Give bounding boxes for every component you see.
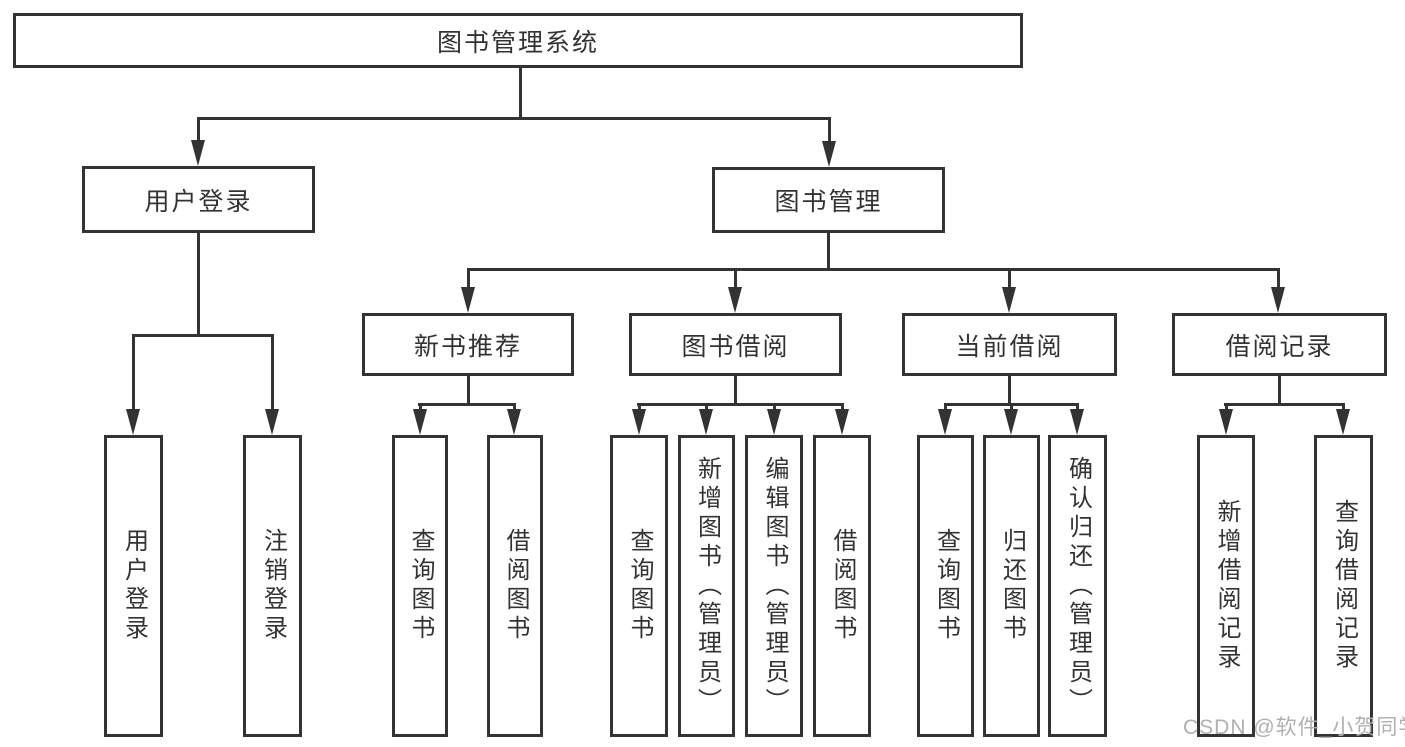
leaf-confirm-return-admin: 确认归还（管理员） [1048,435,1107,737]
leaf-add-borrow-record: 新增借阅记录 [1197,435,1255,737]
arrow-down-icon [835,409,849,435]
leaf-add-book-admin: 新增图书（管理员） [678,435,735,737]
connector-line [271,334,274,414]
leaf-user-login: 用户登录 [104,435,163,737]
arrow-down-icon [1004,409,1018,435]
leaf-borrow-book-1: 借阅图书 [487,435,543,737]
arrow-down-icon [728,287,742,313]
arrow-down-icon [461,287,475,313]
leaf-logout: 注销登录 [243,435,302,737]
arrow-down-icon [507,409,521,435]
leaf-query-book-2: 查询图书 [610,435,668,737]
connector-line [197,233,200,336]
connector-line [1225,403,1228,413]
arrow-down-icon [822,141,836,167]
arrow-down-icon [1070,409,1084,435]
connector-line [734,268,737,292]
node-current-borrow: 当前借阅 [902,313,1117,376]
connector-line [1342,403,1345,413]
connector-line [1277,268,1280,292]
connector-line [827,233,830,270]
node-new-book-recommend: 新书推荐 [362,313,574,376]
connector-line [419,403,422,413]
node-book-borrow: 图书借阅 [629,313,842,376]
connector-line [1076,403,1079,413]
connector-line [132,334,274,337]
connector-line [467,268,1280,271]
node-root: 图书管理系统 [13,13,1023,68]
arrow-down-icon [191,140,205,166]
connector-line [1008,376,1011,405]
connector-line [467,268,470,292]
leaf-return-book: 归还图书 [983,435,1040,737]
arrow-down-icon [632,409,646,435]
arrow-down-icon [699,409,713,435]
connector-line [944,403,947,413]
connector-line [1278,376,1281,405]
connector-line [418,403,516,406]
leaf-borrow-book-2: 借阅图书 [813,435,871,737]
arrow-down-icon [265,409,279,435]
connector-line [734,376,737,405]
connector-line [519,68,522,119]
connector-line [1008,268,1011,292]
leaf-query-book-1: 查询图书 [392,435,448,737]
arrow-down-icon [413,409,427,435]
arrow-down-icon [1002,287,1016,313]
connector-line [132,334,135,414]
connector-line [1224,403,1345,406]
connector-line [705,403,708,413]
connector-line [828,117,831,146]
leaf-query-book-3: 查询图书 [917,435,974,737]
arrow-down-icon [126,409,140,435]
leaf-query-borrow-record: 查询借阅记录 [1314,435,1373,737]
connector-line [513,403,516,413]
connector-line [637,403,844,406]
connector-line [197,117,831,120]
connector-line [773,403,776,413]
connector-line [197,117,200,146]
csdn-watermark: CSDN @软件_小贺同学 [1183,716,1405,739]
arrow-down-icon [767,409,781,435]
leaf-edit-book-admin: 编辑图书（管理员） [745,435,803,737]
connector-line [638,403,641,413]
connector-line [841,403,844,413]
node-user-login: 用户登录 [82,166,315,233]
node-borrow-record: 借阅记录 [1172,313,1387,376]
connector-line [1010,403,1013,413]
arrow-down-icon [1219,409,1233,435]
arrow-down-icon [1336,409,1350,435]
node-book-management: 图书管理 [712,167,945,233]
connector-line [467,376,470,405]
arrow-down-icon [938,409,952,435]
arrow-down-icon [1271,287,1285,313]
